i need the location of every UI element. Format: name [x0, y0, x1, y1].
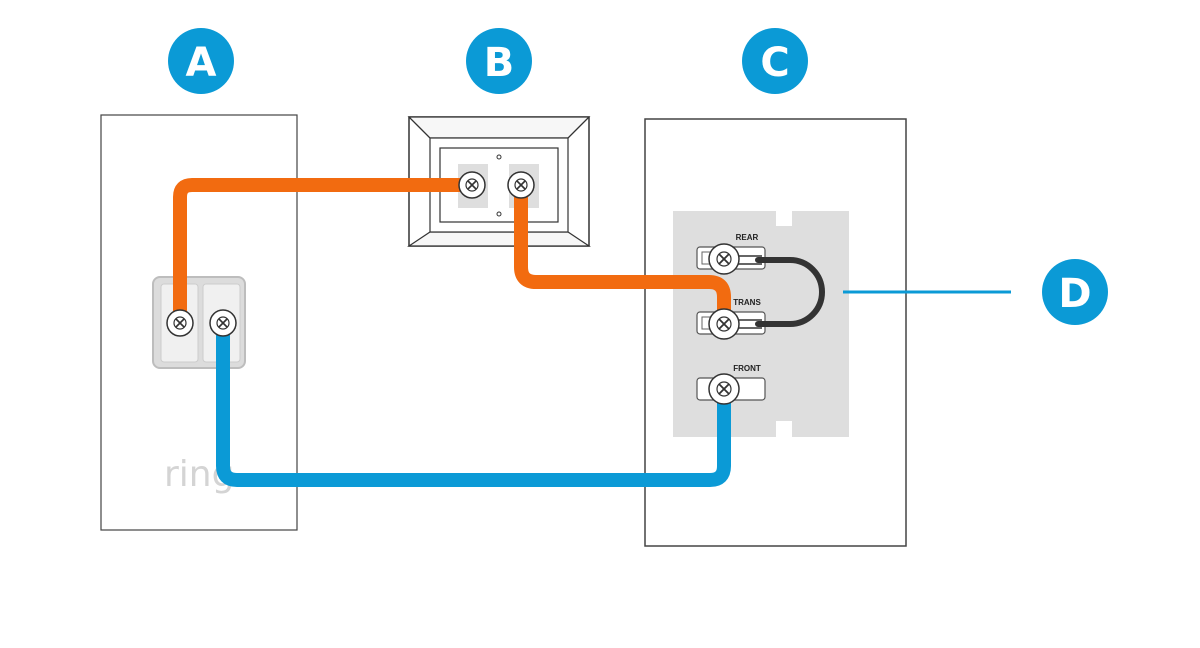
chime-terminal-rear-label: REAR [736, 233, 759, 242]
screw-chime-front [708, 373, 740, 405]
chime-terminal-front-label: FRONT [733, 364, 761, 373]
badge-b: B [466, 28, 532, 94]
transformer-top-bevel [407, 116, 591, 139]
screw-x-icon [718, 383, 730, 395]
screw-x-icon [467, 180, 477, 190]
wire-jumper-rear-trans [755, 257, 825, 327]
screw-doorbell-left [166, 309, 194, 337]
screw-transformer-right [507, 171, 535, 199]
badge-b-label: B [484, 40, 515, 86]
doorbell-device: ring [100, 114, 298, 531]
screw-x-icon [175, 318, 185, 328]
screw-chime-rear [708, 243, 740, 275]
screw-transformer-left [458, 171, 486, 199]
screw-x-icon [218, 318, 228, 328]
badge-a-circle [168, 28, 234, 94]
transformer-device [407, 116, 591, 247]
wire-doorbell-to-transformer [173, 178, 479, 330]
badge-d-circle [1042, 259, 1108, 325]
wire-transformer-to-trans [514, 178, 731, 330]
badge-a-label: A [186, 40, 217, 86]
badge-b-circle [466, 28, 532, 94]
badge-d-label: D [1058, 271, 1091, 317]
screw-x-icon [718, 318, 730, 330]
screw-doorbell-right [209, 309, 237, 337]
chime-terminal-trans-label: TRANS [733, 298, 761, 307]
badge-d: D [1042, 259, 1108, 325]
screw-chime-trans [708, 308, 740, 340]
badge-a: A [168, 28, 234, 94]
screw-x-icon [718, 253, 730, 265]
badge-c-circle [742, 28, 808, 94]
badge-c: C [742, 28, 808, 94]
badge-c-label: C [760, 40, 789, 86]
transformer-bottom-bevel [407, 231, 591, 247]
screw-x-icon [516, 180, 526, 190]
wire-doorbell-to-front [216, 316, 731, 487]
